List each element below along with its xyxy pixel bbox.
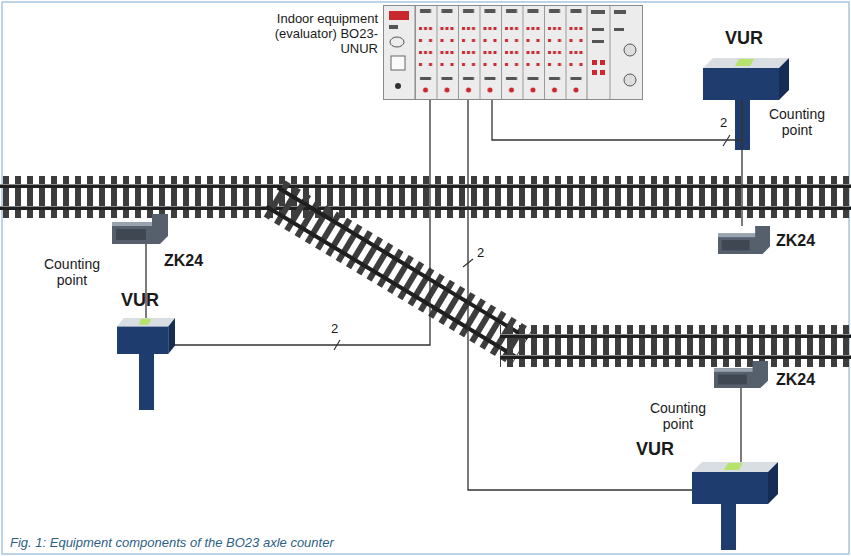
sensor-highlight: [718, 233, 755, 237]
vur-housing: [692, 462, 778, 504]
power-switch: [389, 25, 398, 29]
vur-indicator: [724, 463, 743, 470]
vur-post: [721, 504, 736, 550]
module-led: [592, 60, 597, 65]
vur-housing: [117, 318, 175, 354]
device-label: ZK24: [776, 371, 815, 389]
power-fuse: [391, 56, 405, 70]
rail: [500, 334, 851, 338]
vur-box: VUR: [692, 462, 778, 504]
rail: [265, 205, 517, 359]
rack-knob: [624, 74, 636, 86]
sensor-face: [722, 240, 750, 250]
module-bar: [614, 28, 624, 31]
signal-cable: [175, 100, 430, 345]
zk24-sensor: ZK24: [718, 226, 770, 254]
evaluator-rack: [383, 5, 643, 100]
module-led: [600, 70, 605, 75]
signal-cable: [492, 100, 742, 140]
vur-housing: [703, 58, 789, 100]
zk24-housing: [112, 214, 168, 244]
rail: [500, 355, 851, 359]
rail: [0, 184, 851, 188]
rail: [277, 186, 529, 340]
rack-divider: [415, 5, 416, 100]
counting-point-label: Counting point: [642, 400, 714, 432]
vur-top: [692, 462, 778, 472]
module-led: [600, 60, 605, 65]
power-lamp: [395, 83, 401, 89]
sensor-highlight: [112, 222, 152, 226]
sensor-highlight: [714, 368, 753, 372]
rail-head: [500, 334, 851, 335]
diverging-track: [261, 179, 533, 366]
counting-point-label: Counting point: [761, 106, 833, 138]
main-track: [0, 176, 851, 218]
signal-cable: [741, 100, 742, 226]
vur-top: [703, 58, 789, 68]
vur-top: [117, 318, 175, 327]
sensor-face: [116, 229, 146, 240]
power-fuse: [390, 37, 404, 47]
module-led: [592, 70, 597, 75]
vur-front: [117, 327, 168, 354]
sensor-body: [714, 361, 768, 388]
module-bar: [592, 40, 604, 43]
sleepers: [500, 325, 851, 367]
vur-side: [768, 462, 778, 504]
signal-cable: [468, 100, 692, 490]
device-label: VUR: [636, 439, 674, 460]
sensor-face: [718, 375, 747, 385]
zk24-sensor: ZK24: [112, 214, 168, 244]
signal-cable: [740, 388, 741, 462]
branch-track: [500, 325, 851, 367]
rack-divider: [587, 5, 588, 100]
vur-front: [692, 472, 768, 504]
device-label: VUR: [725, 28, 763, 49]
vur-side: [779, 58, 789, 100]
zk24-housing: [714, 361, 768, 388]
zk24-sensor: ZK24: [714, 361, 768, 388]
rail-head: [0, 206, 851, 207]
wire-count: 2: [476, 246, 485, 261]
power-module: [389, 11, 409, 20]
wire-count: 2: [719, 116, 728, 131]
vur-post: [139, 354, 154, 410]
evaluator-rack-box: Indoor equipment (evaluator) BO23-UNUR: [383, 5, 643, 100]
vur-indicator: [139, 319, 152, 325]
zk24-housing: [718, 226, 770, 254]
rack-panel: [383, 5, 643, 100]
sleepers: [261, 179, 533, 366]
figure-caption: Fig. 1: Equipment components of the BO23…: [10, 535, 334, 550]
vur-box: VUR: [117, 318, 175, 354]
module-header: [591, 10, 605, 14]
sensor-body: [718, 226, 770, 254]
module-header: [614, 10, 626, 14]
vur-box: VUR: [703, 58, 789, 100]
sleepers: [0, 176, 851, 218]
rail-head: [0, 184, 851, 185]
wire-count: 2: [330, 322, 339, 337]
device-label: VUR: [121, 290, 159, 311]
rack-knob: [624, 44, 636, 56]
rail-head: [500, 355, 851, 356]
sensor-body: [112, 214, 168, 244]
rack-divider: [610, 5, 611, 100]
device-label: ZK24: [164, 252, 203, 270]
rail: [0, 206, 851, 210]
rack-modules: [415, 5, 587, 100]
module-bar: [592, 28, 604, 31]
vur-side: [168, 318, 175, 354]
device-label: ZK24: [776, 232, 815, 250]
equipment-label: Indoor equipment (evaluator) BO23-UNUR: [250, 12, 378, 57]
vur-front: [703, 68, 779, 100]
counting-point-label: Counting point: [36, 256, 108, 288]
vur-indicator: [735, 59, 754, 66]
